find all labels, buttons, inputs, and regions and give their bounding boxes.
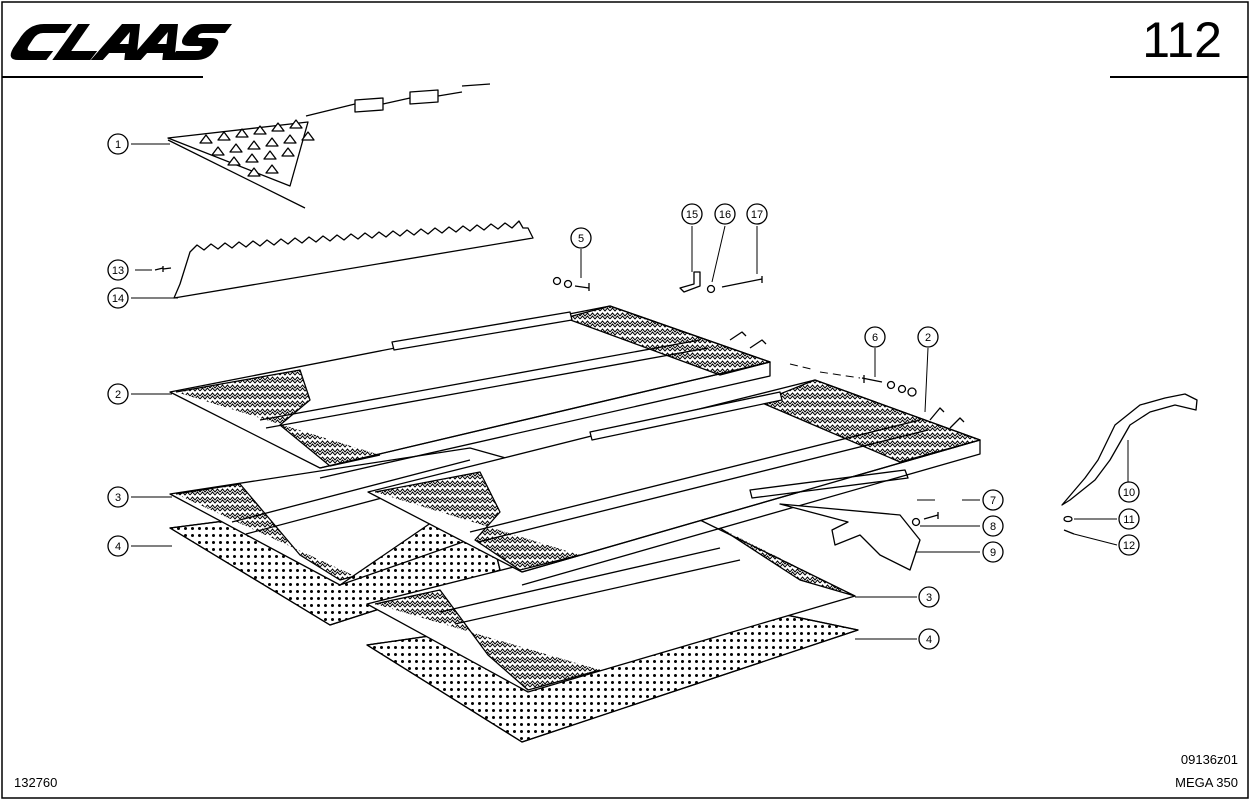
callout-7-circle [982,489,1004,511]
part-9-bracket [779,503,921,571]
callout-1: 1 [115,139,121,151]
callout-14-circle [107,287,129,309]
callout-2b: 2 [925,332,931,344]
callout-3b-circle [918,586,940,608]
callout-17: 17 [751,209,763,221]
part-1-cone-plate [167,83,491,209]
part-2-grate-right [367,379,981,586]
part-12-pin [1063,529,1075,535]
callout-9-circle [982,541,1004,563]
part-10-rod [1061,393,1198,506]
part-3-grate-frame-right [366,519,856,693]
callout-4-circle [107,535,129,557]
callout-3-circle [107,486,129,508]
callout-14: 14 [112,293,124,305]
callout-8-circle [982,515,1004,537]
callout-10-circle [1118,481,1140,503]
callout-13: 13 [112,265,124,277]
leader-lines [131,143,1118,640]
callout-9: 9 [990,547,996,559]
callout-4: 4 [115,541,121,553]
callout-11-circle [1118,508,1140,530]
sheet-number: 132760 [14,775,58,790]
part-11-washer [1063,515,1073,523]
part-15-16-17-pin-set [679,225,763,294]
model-name: MEGA 350 [1175,775,1238,790]
callout-3b: 3 [926,592,932,604]
callout-2b-circle [917,326,939,348]
callout-16: 16 [719,209,731,221]
callout-3: 3 [115,492,121,504]
callout-5-circle [570,227,592,249]
part-5-bolt-set [552,249,590,291]
part-13-screw [135,266,172,272]
part-14-toothed-strip [173,220,534,299]
callout-12: 12 [1123,540,1135,552]
callout-15-circle [681,203,703,225]
callout-6: 6 [872,332,878,344]
callout-4b: 4 [926,634,932,646]
callout-2: 2 [115,389,121,401]
callout-5: 5 [578,233,584,245]
callout-6-circle [864,326,886,348]
callout-13-circle [107,259,129,281]
callout-4b-circle [918,628,940,650]
callout-10: 10 [1123,487,1135,499]
claas-logo [10,24,232,60]
callout-15: 15 [686,209,698,221]
callout-7: 7 [990,495,996,507]
part-7-8-screw-washer [911,512,939,527]
part-6-bolt-set [789,348,917,397]
page-number: 112 [1142,12,1222,68]
callout-11: 11 [1123,514,1134,526]
callout-2-circle [107,383,129,405]
callout-8: 8 [990,521,996,533]
callout-1-circle [107,133,129,155]
drawing-code: 09136z01 [1180,752,1238,767]
callout-12-circle [1118,534,1140,556]
callout-17-circle [746,203,768,225]
part-2-grate-left [169,305,771,479]
callout-16-circle [714,203,736,225]
